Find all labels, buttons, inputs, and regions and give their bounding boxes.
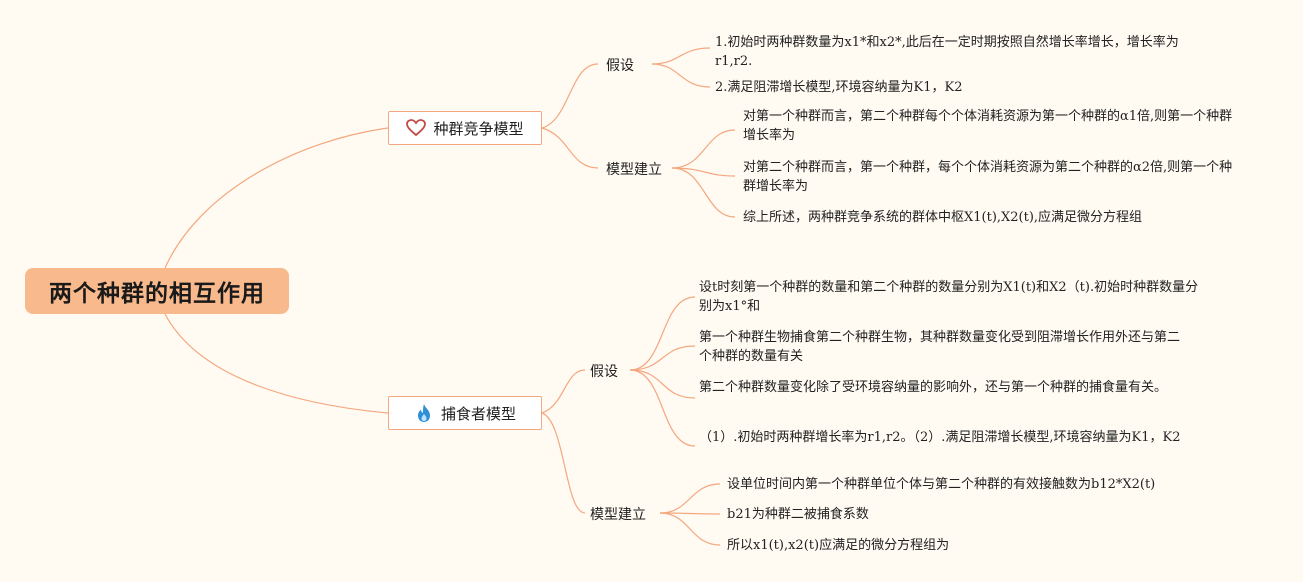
sub-modeling-2[interactable]: 模型建立 bbox=[590, 507, 646, 523]
edge-b2-sub2 bbox=[541, 412, 586, 514]
fire-icon bbox=[414, 403, 434, 423]
leaf-text[interactable]: 第一个种群生物捕食第二个种群生物，其种群数量变化受到阻滞增长作用外还与第二个种群… bbox=[699, 330, 1181, 364]
root-title: 两个种群的相互作用 bbox=[49, 281, 265, 307]
heart-icon bbox=[406, 118, 427, 138]
edge-b1-sub2 bbox=[541, 127, 599, 169]
leaf-text[interactable]: 综上所述，两种群竞争系统的群体中枢X1(t),X2(t),应满足微分方程组 bbox=[743, 210, 1143, 225]
leaf-text[interactable]: 对第一个种群而言，第二个种群每个个体消耗资源为第一个种群的α1倍,则第一个种群增… bbox=[743, 109, 1233, 143]
leaf-text[interactable]: 对第二个种群而言，第一个种群，每个个体消耗资源为第二个种群的α2倍,则第一个种群… bbox=[743, 160, 1233, 194]
leaf-text[interactable]: b21为种群二被捕食系数 bbox=[727, 507, 869, 522]
edge-b1-sub1 bbox=[541, 63, 599, 129]
leaf-text[interactable]: 1.初始时两种群数量为x1*和x2*,此后在一定时期按照自然增长率增长，增长率为… bbox=[715, 35, 1179, 69]
branch-label: 捕食者模型 bbox=[440, 404, 516, 423]
edge-root-b1 bbox=[164, 127, 389, 269]
edge-b2-sub1 bbox=[541, 369, 586, 414]
sub-modeling-1[interactable]: 模型建立 bbox=[606, 162, 662, 178]
leaf-text[interactable]: 设单位时间内第一个种群单位个体与第二个种群的有效接触数为b12*X2(t) bbox=[727, 477, 1156, 492]
branch-predator-model[interactable]: 捕食者模型 bbox=[388, 396, 542, 430]
leaf-text[interactable]: 所以x1(t),x2(t)应满足的微分方程组为 bbox=[727, 538, 950, 553]
root-node[interactable]: 两个种群的相互作用 bbox=[25, 268, 289, 314]
leaf-text[interactable]: （1）.初始时两种群增长率为r1,r2。（2）.满足阻滞增长模型,环境容纳量为K… bbox=[699, 430, 1181, 445]
leaf-text[interactable]: 2.满足阻滞增长模型,环境容纳量为K1，K2 bbox=[715, 80, 963, 95]
sub-assumption-2[interactable]: 假设 bbox=[590, 364, 618, 380]
leaf-text[interactable]: 设t时刻第一个种群的数量和第二个种群的数量分别为X1(t)和X2（t).初始时种… bbox=[699, 280, 1199, 314]
leaf-text[interactable]: 第二个种群数量变化除了受环境容纳量的影响外，还与第一个种群的捕食量有关。 bbox=[699, 380, 1168, 395]
branch-label: 种群竞争模型 bbox=[433, 119, 524, 138]
edge-root-b2 bbox=[164, 313, 389, 414]
branch-competition-model[interactable]: 种群竞争模型 bbox=[388, 111, 542, 145]
sub-assumption-1[interactable]: 假设 bbox=[606, 58, 634, 74]
